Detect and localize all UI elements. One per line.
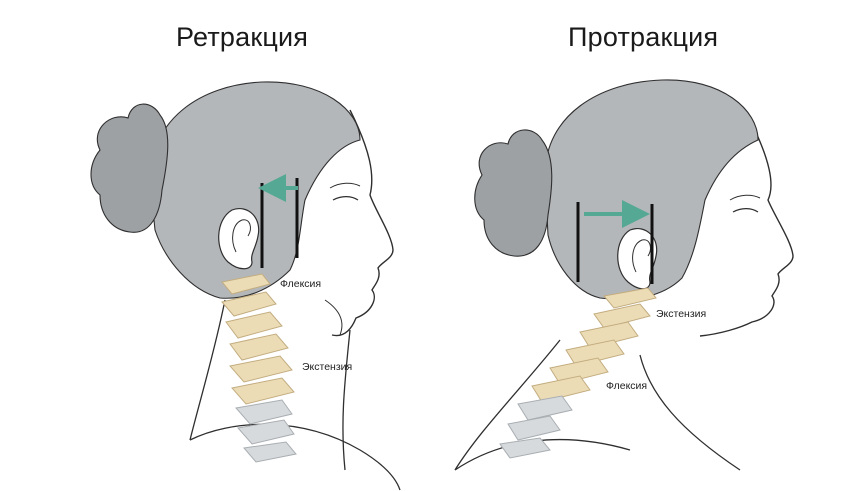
right-flexion-label: Флексия <box>606 380 647 392</box>
right-vertebra-c4 <box>565 339 625 367</box>
left-vertebra-c2 <box>221 291 277 317</box>
left-cervical-spine <box>221 273 297 463</box>
right-vertebra-t1 <box>507 415 561 441</box>
right-hair-bun <box>474 129 553 257</box>
left-vertebra-t1 <box>237 419 295 445</box>
left-ear <box>218 208 260 270</box>
left-flexion-label: Флексия <box>280 278 321 290</box>
left-vertebra-c7 <box>235 399 293 425</box>
left-vertebra-c4 <box>229 333 289 361</box>
right-vertebra-c6 <box>531 375 591 403</box>
right-cervical-spine <box>499 287 657 459</box>
right-vertebra-c7 <box>517 395 573 421</box>
right-vertebra-c2 <box>593 303 651 329</box>
right-vertebra-c3 <box>579 321 639 349</box>
left-vertebra-t2 <box>243 441 297 463</box>
left-vertebra-c3 <box>225 311 283 339</box>
left-hair-bun <box>90 103 169 233</box>
left-vertebra-c6 <box>231 377 295 405</box>
right-vertebra-t2 <box>499 437 551 459</box>
right-vertebra-c1 <box>603 287 657 309</box>
left-brow <box>329 182 361 189</box>
left-hair <box>149 81 361 299</box>
right-extension-label: Экстензия <box>656 308 706 320</box>
retraction-title: Ретракция <box>176 22 309 52</box>
left-neck-outline <box>189 299 401 491</box>
left-extension-label: Экстензия <box>302 361 352 373</box>
right-ear-inner <box>632 239 651 273</box>
right-eye <box>732 208 759 213</box>
protraction-title: Протракция <box>568 22 719 52</box>
right-hair <box>544 79 759 300</box>
protraction-panel: Экстензия Флексия <box>454 79 794 471</box>
right-ear <box>617 228 658 290</box>
left-face-profile <box>331 109 394 337</box>
right-brow <box>729 194 761 201</box>
left-ear-inner <box>232 219 251 253</box>
left-vertebra-c1 <box>221 273 271 295</box>
right-vertebra-c5 <box>549 357 609 385</box>
right-face-profile <box>699 119 794 337</box>
retraction-panel: Флексия Экстензия <box>90 81 401 491</box>
left-eye <box>332 196 359 201</box>
left-vertebra-c5 <box>229 355 293 383</box>
left-jaw-skin-fold <box>324 299 343 336</box>
